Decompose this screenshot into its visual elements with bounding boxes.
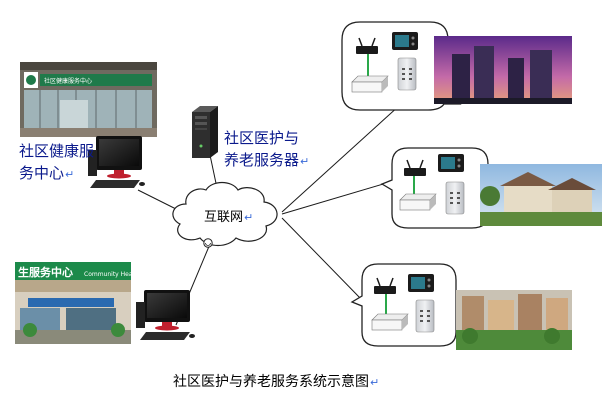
home-bubble-3 [350, 263, 457, 347]
internet-label: 互联网↵ [204, 206, 253, 225]
router-icon [356, 37, 378, 54]
gateway-box-icon [351, 75, 389, 93]
home-bubble-2 [380, 147, 489, 229]
server-label: 社区医护与 养老服务器↵ [224, 127, 309, 173]
keypad-icon [415, 299, 435, 333]
diagram-caption: 社区医护与养老服务系统示意图↵ [173, 371, 379, 391]
video-phone-icon [438, 154, 464, 172]
gateway-box-icon [399, 193, 437, 211]
health-center-label-line1: 社区健康服 [19, 142, 95, 160]
cloud-icon [172, 181, 278, 248]
residential-complex-photo [456, 290, 572, 350]
service-center-photo-bottom [15, 262, 131, 344]
internet-label-text: 互联网 [204, 210, 244, 225]
health-center-label-line2: 务中心 [19, 164, 65, 182]
desktop-computer-icon [88, 136, 145, 188]
router-icon [374, 277, 396, 294]
video-phone-icon [408, 274, 434, 292]
villa-photo [480, 164, 602, 226]
link-internet-to-home1 [281, 104, 401, 213]
keypad-icon [445, 181, 465, 215]
keypad-icon [397, 57, 417, 91]
link-internet-to-home2 [281, 181, 391, 215]
bottom-center-sign-text-en: Community Hea [84, 271, 133, 278]
residential-tower-photo [434, 36, 572, 104]
health-center-photo [20, 62, 157, 137]
tower-server-icon [192, 106, 218, 158]
return-mark: ↵ [370, 376, 380, 389]
health-center-label: 社区健康服 务中心↵ [19, 140, 94, 186]
server-label-line2: 养老服务器 [224, 151, 300, 169]
video-phone-icon [392, 32, 418, 50]
return-mark: ↵ [65, 168, 75, 181]
home-bubble-1 [341, 21, 462, 111]
router-icon [404, 159, 426, 176]
caption-text: 社区医护与养老服务系统示意图 [173, 374, 369, 390]
server-label-line1: 社区医护与 [224, 129, 300, 147]
gateway-box-icon [371, 313, 409, 331]
return-mark: ↵ [300, 155, 310, 168]
link-internet-to-home3 [281, 217, 363, 301]
desktop-computer-icon [136, 290, 195, 340]
link-server-to-internet [209, 154, 218, 189]
return-mark: ↵ [244, 211, 254, 224]
bottom-center-sign-text: 生服务中心 [18, 265, 73, 279]
health-center-sign-text: 社区健康服务中心 [44, 77, 92, 85]
